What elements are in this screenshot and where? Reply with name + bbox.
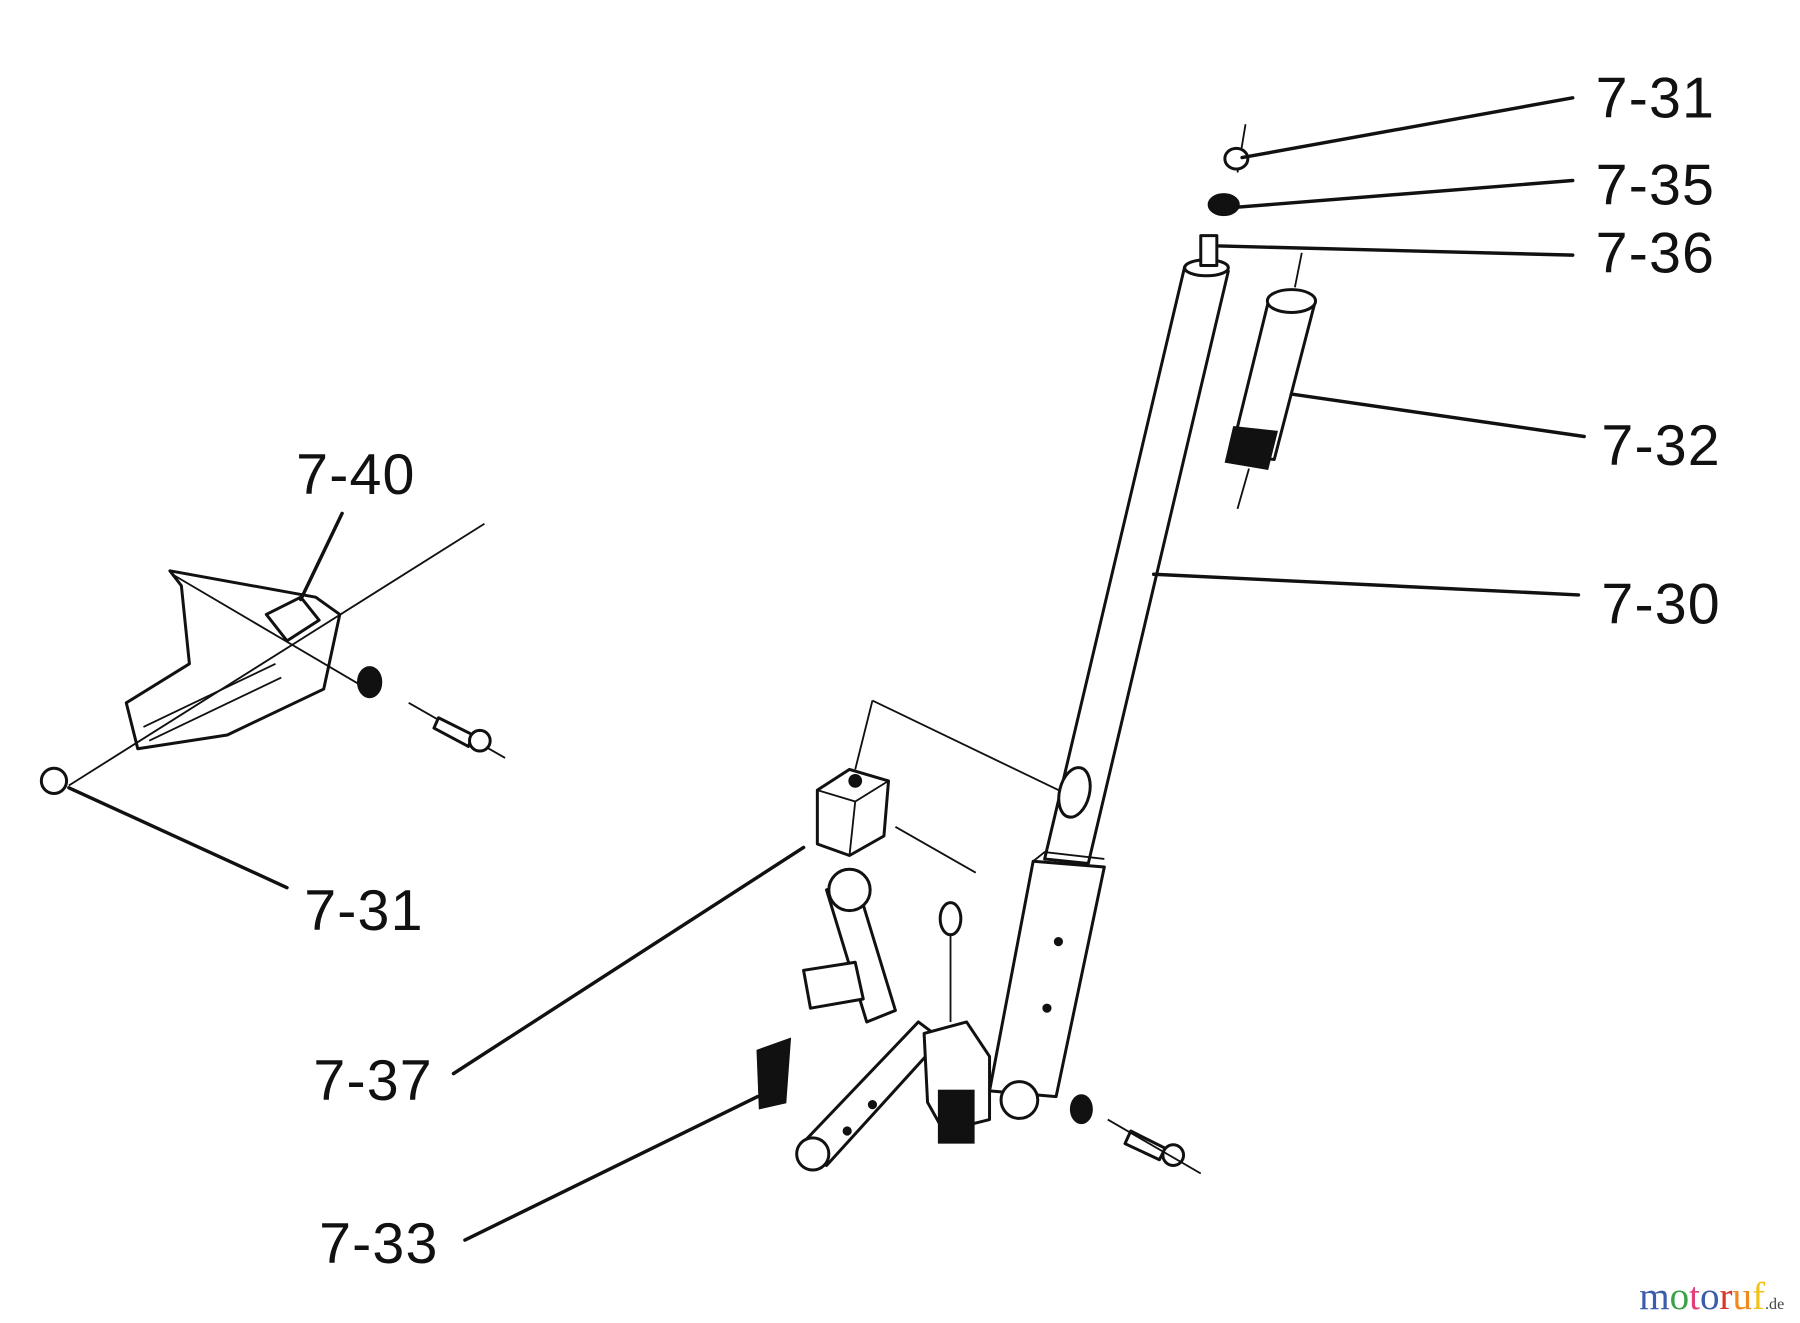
linkage-assembly xyxy=(756,699,1202,1175)
watermark-letter: r xyxy=(1720,1275,1733,1318)
watermark-letter: m xyxy=(1639,1275,1669,1318)
watermark-letter: o xyxy=(1700,1275,1720,1318)
watermark-letter: f xyxy=(1752,1275,1765,1318)
part-label-7-33: 7-33 xyxy=(319,1212,438,1276)
leader-line-7-35 xyxy=(1224,178,1575,210)
shift-lever-tube xyxy=(988,234,1230,1099)
mounting-bracket xyxy=(39,522,506,796)
leader-line-7-31-left xyxy=(67,786,289,890)
watermark-suffix: .de xyxy=(1765,1296,1784,1313)
leader-line-7-33 xyxy=(463,1094,760,1242)
part-label-7-37: 7-37 xyxy=(313,1049,432,1113)
part-label-7-40: 7-40 xyxy=(296,443,415,507)
watermark-letter: t xyxy=(1689,1275,1700,1318)
top-washer xyxy=(1207,193,1240,217)
leader-line-7-37 xyxy=(451,845,806,1076)
part-label-7-35: 7-35 xyxy=(1596,154,1715,218)
leader-line-7-30 xyxy=(1151,572,1581,597)
motoruf-watermark-logo: motoruf.de xyxy=(1639,1275,1784,1318)
part-label-7-31-top: 7-31 xyxy=(1596,66,1715,130)
part-label-7-32: 7-32 xyxy=(1601,414,1720,478)
part-label-7-36: 7-36 xyxy=(1596,221,1715,285)
watermark-letter: u xyxy=(1733,1275,1753,1318)
watermark-letter: o xyxy=(1670,1275,1690,1318)
leader-line-7-40 xyxy=(299,511,344,602)
top-nut xyxy=(1223,124,1250,173)
part-label-7-31-left: 7-31 xyxy=(304,879,423,943)
handle-grip xyxy=(1224,252,1318,510)
leader-line-7-31-top xyxy=(1240,96,1575,160)
svg-text:motoruf.de: motoruf.de xyxy=(1639,1275,1784,1318)
leader-line-7-32 xyxy=(1289,392,1586,439)
leader-line-7-36 xyxy=(1217,244,1575,257)
part-label-7-30: 7-30 xyxy=(1601,573,1720,637)
